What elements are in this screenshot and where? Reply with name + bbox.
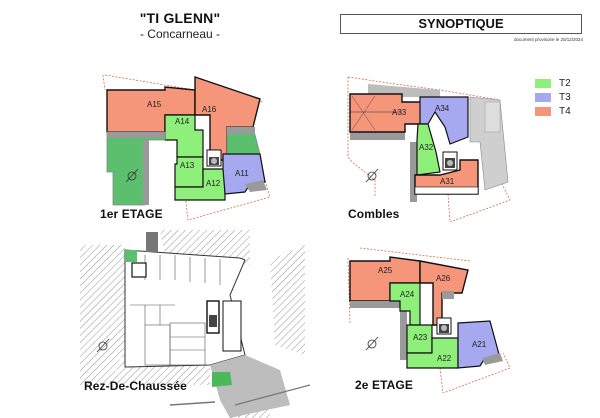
unit-label-a12: A12 [206, 179, 221, 188]
legend-item-t4: T4 [535, 104, 571, 118]
floor-plan-combles: A33 A34 A32 A31 [347, 76, 511, 222]
legend-swatch-t4 [535, 106, 551, 116]
legend-item-t2: T2 [535, 76, 571, 90]
unit-label-a34: A34 [435, 104, 450, 113]
document-note: document provisoire le 20/12/2024 [513, 37, 583, 42]
plan-1er-etage: A15 A16 A14 A13 A12 A11 [95, 72, 280, 222]
floor-label-rez-de-chaussee: Rez-De-Chaussée [84, 379, 187, 393]
plan-2e-etage: A25 A26 A24 A23 A22 A21 [340, 243, 520, 393]
north-arrow-icon [365, 168, 379, 183]
plan-combles: A33 A34 A32 A31 [340, 72, 520, 222]
north-arrow-icon [125, 168, 139, 183]
north-arrow-icon [365, 336, 379, 351]
unit-label-a13: A13 [180, 161, 195, 170]
unit-label-a32: A32 [419, 143, 434, 152]
unit-label-a16: A16 [202, 105, 217, 114]
legend: T2 T3 T4 [535, 76, 571, 118]
legend-label: T2 [559, 77, 571, 89]
floor-label-1er-etage: 1er ETAGE [100, 207, 163, 221]
unit-label-a26: A26 [436, 274, 451, 283]
north-arrow-icon [96, 338, 110, 353]
floor-label-2e-etage: 2e ETAGE [355, 378, 413, 392]
unit-label-a33: A33 [392, 108, 407, 117]
legend-swatch-t2 [535, 78, 551, 88]
legend-item-t3: T3 [535, 90, 571, 104]
unit-label-a15: A15 [147, 100, 162, 109]
floor-plan-2e-etage: A25 A26 A24 A23 A22 A21 [347, 247, 511, 393]
legend-label: T4 [559, 105, 571, 117]
unit-label-a11: A11 [235, 169, 249, 178]
unit-label-a25: A25 [378, 266, 393, 275]
floor-label-combles: Combles [348, 207, 400, 221]
plan-rez-de-chaussee [70, 225, 310, 418]
project-name: "TI GLENN" [139, 10, 221, 26]
unit-label-a31: A31 [440, 177, 455, 186]
floor-plan-rez-de-chaussee [80, 230, 310, 418]
legend-swatch-t3 [535, 92, 551, 102]
legend-label: T3 [559, 91, 571, 103]
unit-label-a24: A24 [400, 290, 415, 299]
project-title-block: "TI GLENN" - Concarneau - [110, 10, 250, 42]
sheet-title: SYNOPTIQUE [340, 14, 582, 34]
unit-label-a14: A14 [175, 117, 190, 126]
project-city: - Concarneau - [139, 27, 221, 41]
unit-label-a23: A23 [413, 333, 428, 342]
floor-plan-1er-etage: A15 A16 A14 A13 A12 A11 [102, 74, 271, 221]
unit-label-a21: A21 [472, 340, 487, 349]
unit-label-a22: A22 [437, 354, 452, 363]
